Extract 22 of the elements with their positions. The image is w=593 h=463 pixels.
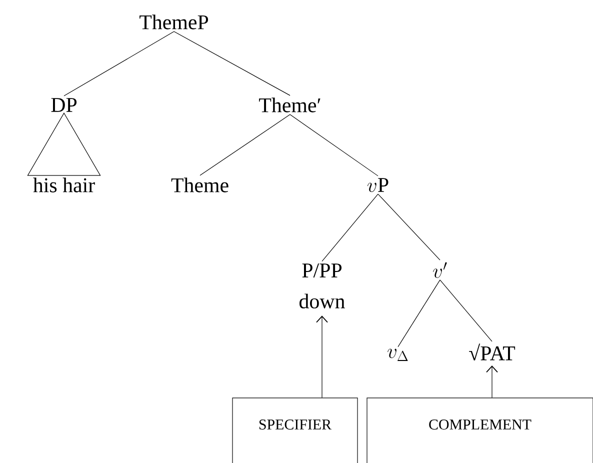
branch-line	[290, 114, 378, 176]
branch-line	[64, 31, 174, 96]
label-box: SPECIFIER	[232, 398, 358, 463]
branch-line	[440, 280, 492, 342]
tree-label: his hair	[33, 178, 95, 192]
tree-label: Theme′	[259, 98, 320, 112]
tree-label: Theme	[171, 178, 228, 192]
branch-line	[174, 31, 290, 96]
tree-label: DP	[51, 98, 77, 112]
tree-label: P/PP down	[300, 264, 345, 308]
tree-label: ThemeP	[140, 14, 208, 30]
tree-label: √PAT	[469, 344, 516, 360]
tree-label: $v\mathrm{P}$	[368, 178, 388, 192]
branch-line	[398, 280, 440, 348]
branch-line	[322, 194, 378, 262]
arrow	[316, 316, 328, 398]
tree-label: $v'$	[433, 262, 447, 278]
branch-line	[378, 194, 440, 260]
branch-line	[200, 114, 290, 176]
tree-label: $v_{\Delta}$	[388, 348, 408, 361]
label-box: COMPLEMENT	[366, 398, 593, 463]
arrow	[486, 366, 498, 398]
